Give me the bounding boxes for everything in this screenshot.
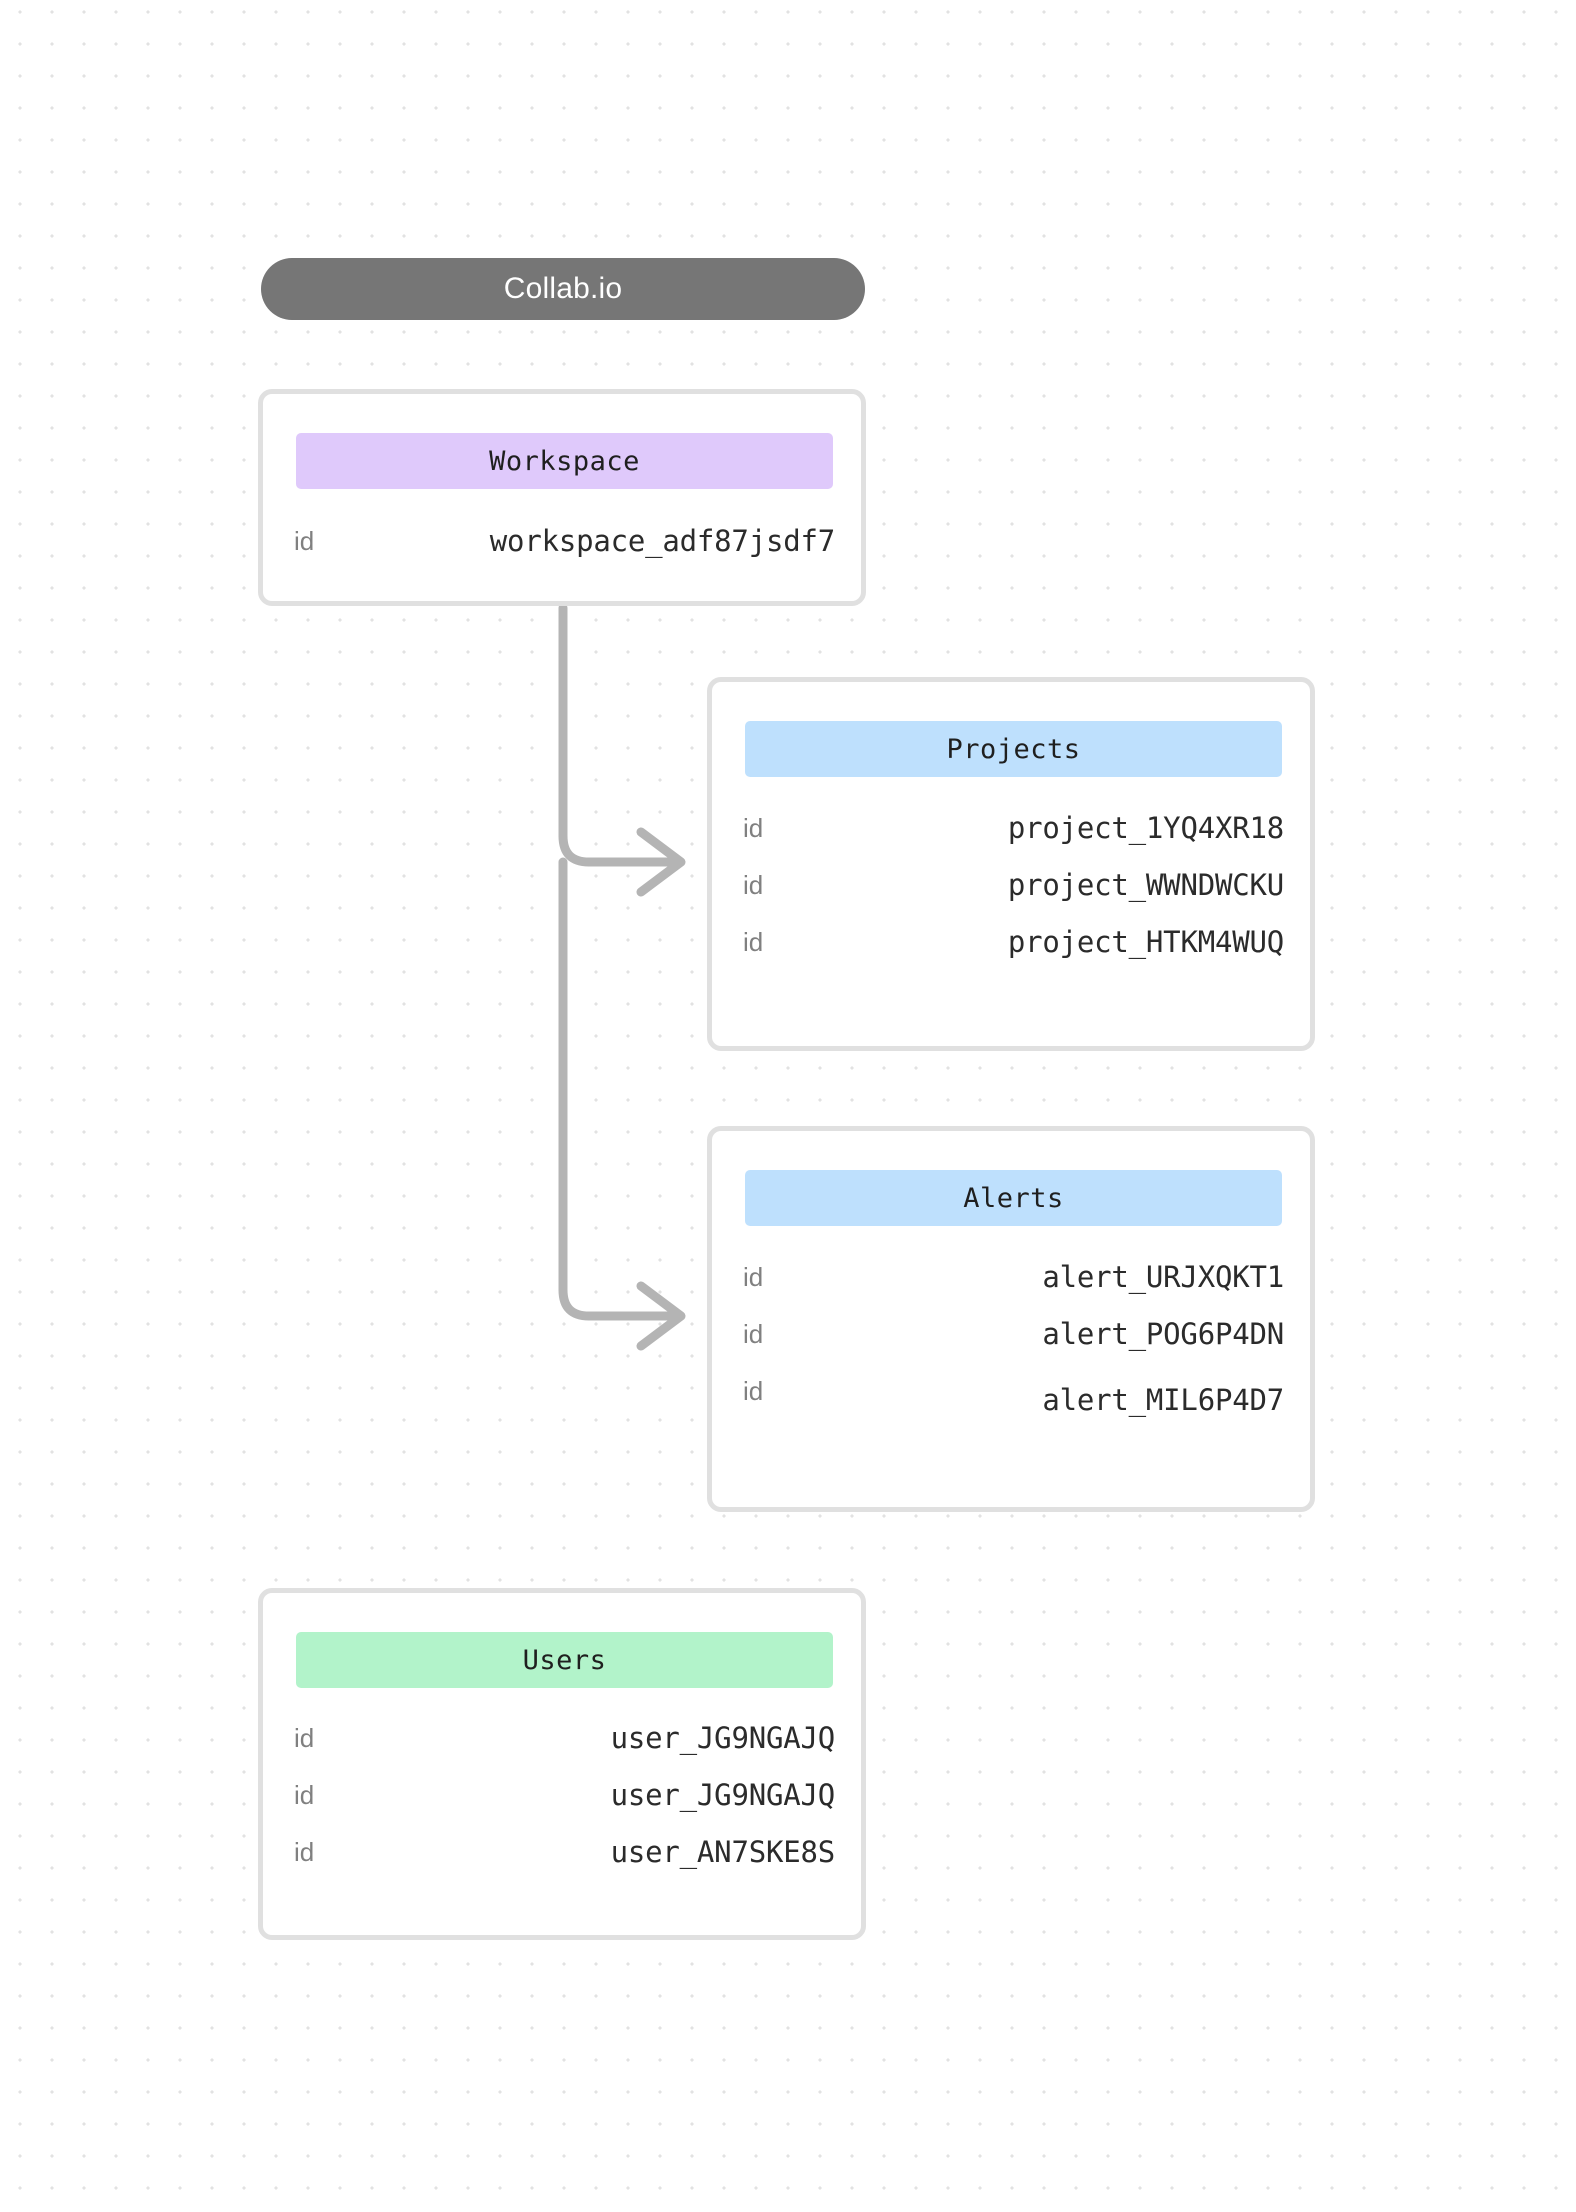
entity-title-workspace: Workspace — [489, 445, 640, 477]
entity-header-workspace: Workspace — [296, 433, 833, 489]
table-row[interactable]: id alert_MIL6P4D7 — [743, 1374, 1284, 1417]
entity-card-projects[interactable]: Projects id project_1YQ4XR18 id project_… — [707, 677, 1315, 1051]
field-value: project_WWNDWCKU — [1007, 868, 1284, 902]
field-key: id — [294, 1723, 315, 1753]
table-row[interactable]: id project_WWNDWCKU — [743, 868, 1284, 902]
table-row[interactable]: id project_HTKM4WUQ — [743, 925, 1284, 959]
table-row[interactable]: id user_AN7SKE8S — [294, 1835, 835, 1869]
field-value: workspace_adf87jsdf7 — [489, 524, 835, 558]
field-key: id — [743, 1319, 764, 1349]
entity-header-alerts: Alerts — [745, 1170, 1282, 1226]
connector-workspace-to-projects — [558, 603, 680, 867]
arrowhead-alerts — [636, 1281, 686, 1351]
field-value: user_JG9NGAJQ — [610, 1778, 836, 1812]
entity-title-projects: Projects — [946, 733, 1081, 765]
brand-pill[interactable]: Collab.io — [261, 258, 865, 320]
entity-card-workspace[interactable]: Workspace id workspace_adf87jsdf7 — [258, 389, 866, 606]
table-row[interactable]: id alert_POG6P4DN — [743, 1317, 1284, 1351]
field-value: project_1YQ4XR18 — [1007, 811, 1284, 845]
entity-title-users: Users — [522, 1644, 607, 1676]
field-value: alert_URJXQKT1 — [1042, 1260, 1284, 1294]
table-row[interactable]: id user_JG9NGAJQ — [294, 1778, 835, 1812]
field-value: user_JG9NGAJQ — [610, 1721, 836, 1755]
entity-title-alerts: Alerts — [963, 1182, 1064, 1214]
field-key: id — [294, 1837, 315, 1867]
field-value: user_AN7SKE8S — [610, 1835, 836, 1869]
field-key: id — [743, 927, 764, 957]
entity-header-projects: Projects — [745, 721, 1282, 777]
table-row[interactable]: id user_JG9NGAJQ — [294, 1721, 835, 1755]
brand-label: Collab.io — [503, 272, 623, 305]
table-row[interactable]: id project_1YQ4XR18 — [743, 811, 1284, 845]
arrowhead-projects — [636, 827, 686, 897]
field-value: alert_MIL6P4D7 — [1042, 1383, 1284, 1417]
field-key: id — [743, 813, 764, 843]
entity-card-alerts[interactable]: Alerts id alert_URJXQKT1 id alert_POG6P4… — [707, 1126, 1315, 1512]
table-row[interactable]: id workspace_adf87jsdf7 — [294, 524, 835, 558]
field-value: project_HTKM4WUQ — [1007, 925, 1284, 959]
table-row[interactable]: id alert_URJXQKT1 — [743, 1260, 1284, 1294]
field-key: id — [743, 1376, 764, 1406]
field-value: alert_POG6P4DN — [1042, 1317, 1284, 1351]
field-key: id — [743, 870, 764, 900]
connector-workspace-to-alerts — [558, 857, 680, 1321]
field-key: id — [294, 526, 315, 556]
field-key: id — [294, 1780, 315, 1810]
field-key: id — [743, 1262, 764, 1292]
entity-header-users: Users — [296, 1632, 833, 1688]
entity-card-users[interactable]: Users id user_JG9NGAJQ id user_JG9NGAJQ … — [258, 1588, 866, 1940]
